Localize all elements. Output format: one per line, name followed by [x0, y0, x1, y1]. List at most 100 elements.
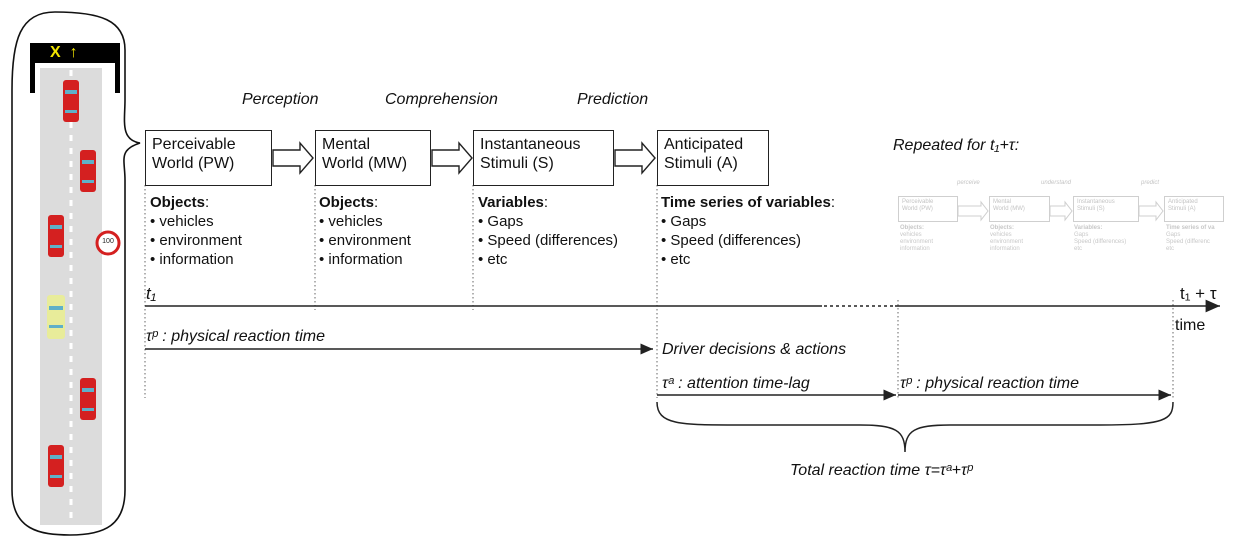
attention-lag-label: τᵃ : attention time-lag	[662, 375, 810, 392]
box-line2: Stimuli (S)	[480, 155, 554, 172]
repeated-label: Repeated for t₁+τ:	[893, 137, 1020, 154]
physical-reaction-label-2: τᵖ : physical reaction time	[900, 375, 1080, 392]
box-line1: Mental	[322, 136, 371, 153]
list-item: vehicles	[150, 212, 242, 231]
box-line1: Instantaneous	[480, 136, 581, 153]
gantry-sign-text: X ↑	[50, 44, 78, 61]
repeated-list-item: Gaps	[1166, 232, 1181, 238]
gantry	[30, 43, 120, 63]
list-mw: Objects: vehicles environment informatio…	[319, 193, 411, 269]
list-heading-suffix: :	[374, 194, 379, 211]
box-arrows	[272, 141, 656, 175]
repeated-list-item: environment	[900, 239, 934, 245]
repeated-arrows	[957, 200, 1164, 222]
repeated-box-s: Instantaneous Stimuli (S)	[1073, 196, 1139, 222]
repeated-list-item: information	[900, 246, 930, 252]
repeated-list-item: etc	[1166, 246, 1175, 252]
list-item: environment	[319, 231, 411, 250]
repeated-list-pw: Objects: vehicles environment informatio…	[900, 225, 933, 253]
repeated-box-line1: Mental	[993, 199, 1012, 205]
box-line1: Anticipated	[664, 136, 744, 153]
repeated-list-item: environment	[990, 239, 1024, 245]
repeated-list-heading: Time series of va	[1166, 225, 1215, 231]
list-item: Gaps	[478, 212, 618, 231]
physical-reaction-label-1: τᵖ : physical reaction time	[146, 328, 326, 345]
time-axis-label: time	[1175, 317, 1206, 334]
repeated-list-a: Time series of va Gaps Speed (differenc …	[1166, 225, 1215, 253]
stage-comprehension: Comprehension	[385, 91, 498, 108]
repeated-stage-understand: understand	[1041, 180, 1072, 186]
list-item: information	[319, 250, 411, 269]
box-line2: World (MW)	[322, 155, 408, 172]
repeated-box-line2: Stimuli (S)	[1077, 206, 1105, 212]
repeated-list-heading: Objects:	[900, 225, 925, 231]
list-heading: Variables	[478, 194, 544, 211]
list-item: information	[150, 250, 242, 269]
list-item: etc	[478, 250, 618, 269]
list-heading-suffix: :	[830, 194, 835, 211]
repeated-list-item: vehicles	[990, 232, 1012, 238]
repeated-box-a: Anticipated Stimuli (A)	[1164, 196, 1224, 222]
car-4	[80, 378, 96, 420]
list-s: Variables: Gaps Speed (differences) etc	[478, 193, 618, 269]
repeated-stage-perceive: perceive	[957, 180, 980, 186]
list-item: environment	[150, 231, 242, 250]
list-a: Time series of variables: Gaps Speed (di…	[661, 193, 835, 269]
repeated-box-line1: Anticipated	[1168, 199, 1198, 205]
box-line2: Stimuli (A)	[664, 155, 738, 172]
list-heading: Objects	[150, 194, 206, 211]
box-perceivable-world: Perceivable World (PW)	[145, 130, 272, 186]
repeated-box-line1: Instantaneous	[1077, 199, 1115, 205]
repeated-list-item: etc	[1074, 246, 1083, 252]
repeated-list-item: Gaps	[1074, 232, 1089, 238]
speed-limit-text: 100	[102, 238, 114, 245]
gantry-leg-right	[115, 58, 120, 93]
list-item: Gaps	[661, 212, 835, 231]
car-3	[48, 215, 64, 257]
repeated-list-item: Speed (differences)	[1074, 239, 1127, 245]
list-pw: Objects: vehicles environment informatio…	[150, 193, 242, 269]
dotted-verticals	[144, 185, 1174, 398]
timeline-start-label: t₁	[146, 284, 157, 303]
list-heading-suffix: :	[543, 194, 549, 211]
repeated-list-s: Variables: Gaps Speed (differences) etc	[1074, 225, 1126, 253]
repeated-box-line2: Stimuli (A)	[1168, 206, 1196, 212]
repeated-list-item: vehicles	[900, 232, 922, 238]
gantry-leg-left	[30, 58, 35, 93]
box-instantaneous-stimuli: Instantaneous Stimuli (S)	[473, 130, 614, 186]
stage-prediction: Prediction	[577, 91, 649, 108]
box-anticipated-stimuli: Anticipated Stimuli (A)	[657, 130, 769, 186]
repeated-box-pw: Perceivable World (PW)	[898, 196, 958, 222]
repeated-list-item: information	[990, 246, 1020, 252]
box-line2: World (PW)	[152, 155, 235, 172]
driver-decisions-label: Driver decisions & actions	[662, 341, 847, 358]
list-item: Speed (differences)	[478, 231, 618, 250]
repeated-box-line2: World (MW)	[993, 206, 1025, 212]
list-item: etc	[661, 250, 835, 269]
speed-limit-sign	[95, 230, 121, 256]
repeated-stage-predict: predict	[1141, 180, 1160, 186]
repeated-list-item: Speed (differenc	[1166, 239, 1210, 245]
total-reaction-label: Total reaction time τ=τᵃ+τᵖ	[790, 462, 973, 479]
repeated-list-heading: Objects:	[990, 225, 1015, 231]
timeline-end-label: t₁ + τ	[1180, 284, 1217, 303]
list-item: vehicles	[319, 212, 411, 231]
repeated-box-line2: World (PW)	[902, 206, 933, 212]
car-1	[63, 80, 79, 122]
car-2	[80, 150, 96, 192]
box-line1: Perceivable	[152, 136, 236, 153]
car-highlighted	[47, 295, 65, 339]
repeated-box-mw: Mental World (MW)	[989, 196, 1050, 222]
total-reaction-brace	[656, 401, 1174, 453]
repeated-list-heading: Variables:	[1074, 225, 1103, 231]
list-item: Speed (differences)	[661, 231, 835, 250]
list-heading-suffix: :	[205, 194, 210, 211]
list-heading: Time series of variables	[661, 194, 831, 211]
stage-perception: Perception	[242, 91, 319, 108]
car-5	[48, 445, 64, 487]
box-mental-world: Mental World (MW)	[315, 130, 431, 186]
repeated-box-line1: Perceivable	[902, 199, 934, 205]
list-heading: Objects	[319, 194, 375, 211]
repeated-list-mw: Objects: vehicles environment informatio…	[990, 225, 1023, 253]
road-bubble-outline	[11, 11, 141, 536]
